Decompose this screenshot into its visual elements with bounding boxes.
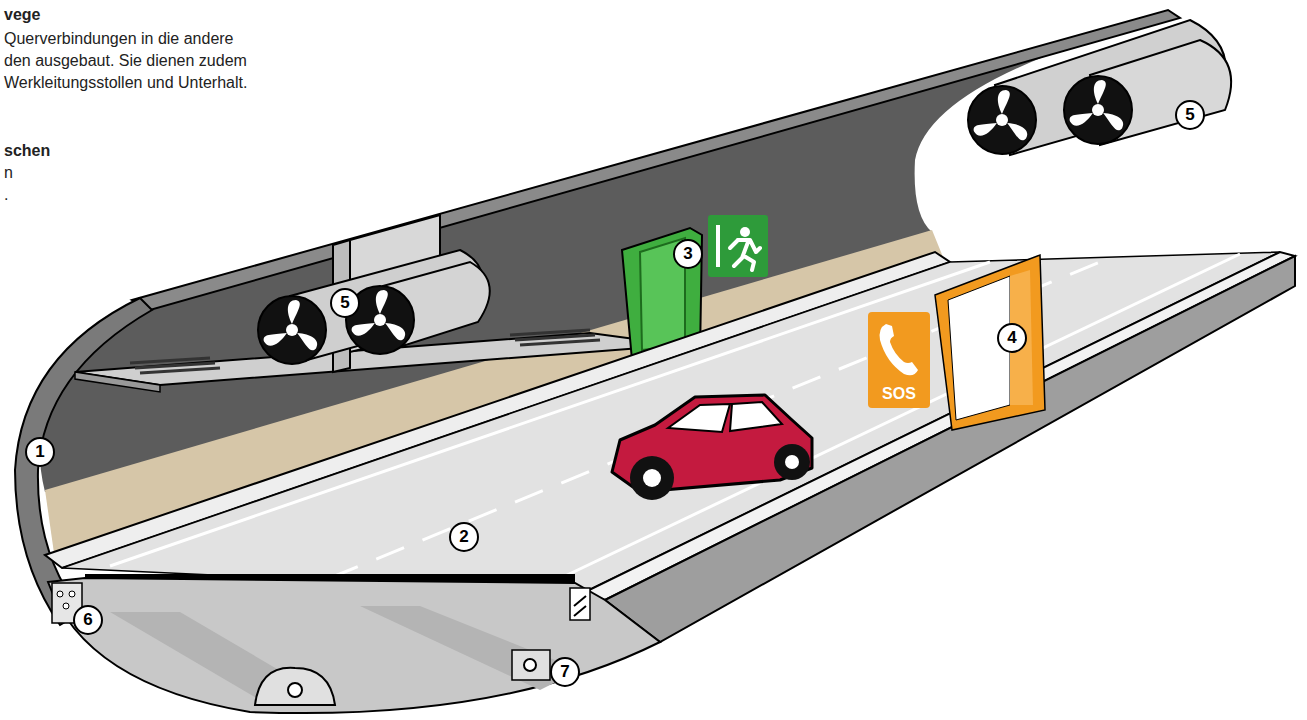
note-text: Querverbindungen in die andere den ausge… [4, 28, 252, 94]
callout-number: 1 [27, 439, 53, 465]
callout-number: 5 [332, 290, 358, 316]
callout-number: 6 [75, 607, 101, 633]
note-heading: schen [4, 140, 50, 162]
callout-number: 3 [675, 241, 701, 267]
callout-number: 2 [451, 524, 477, 550]
sign-text: SOS [868, 385, 930, 403]
callout-number: 5 [1177, 102, 1203, 128]
callout-number: 7 [552, 659, 578, 685]
note-text: . [4, 184, 8, 206]
note-heading: vege [4, 4, 40, 26]
note-text: n [4, 162, 13, 184]
callout-number: 4 [999, 325, 1025, 351]
